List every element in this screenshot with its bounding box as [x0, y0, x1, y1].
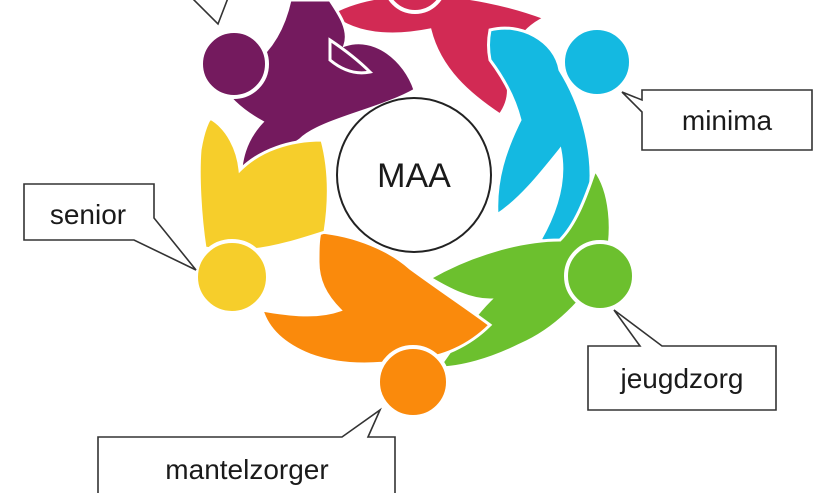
- figure-tail-purple: [328, 37, 374, 75]
- figure-body-yellow: [197, 115, 330, 253]
- callout-minima-label: minima: [682, 105, 773, 136]
- figure-head-cyan: [561, 26, 633, 98]
- figure-head-green: [564, 240, 636, 312]
- figure-head-yellow: [194, 239, 270, 315]
- figure-head-red: [388, 0, 442, 14]
- callout-senior-label: senior: [50, 199, 126, 230]
- callout-minima: minima: [621, 89, 813, 151]
- callout-mantelzorger-label: mantelzorger: [165, 454, 328, 485]
- callout-mantelzorger: mantelzorger: [97, 407, 396, 493]
- figure-head-purple: [199, 29, 269, 99]
- figure-head-orange: [376, 345, 450, 419]
- callout-jeugdzorg-label: jeugdzorg: [620, 363, 744, 394]
- figure-body-cyan: [487, 26, 593, 244]
- callout-jeugdzorg: jeugdzorg: [587, 309, 777, 411]
- center-label: MAA: [377, 157, 451, 195]
- callout-top-left-fragment: [192, 0, 229, 26]
- callout-senior: senior: [23, 183, 197, 271]
- center-circle: [336, 97, 492, 253]
- figure-body-orange: [259, 230, 493, 366]
